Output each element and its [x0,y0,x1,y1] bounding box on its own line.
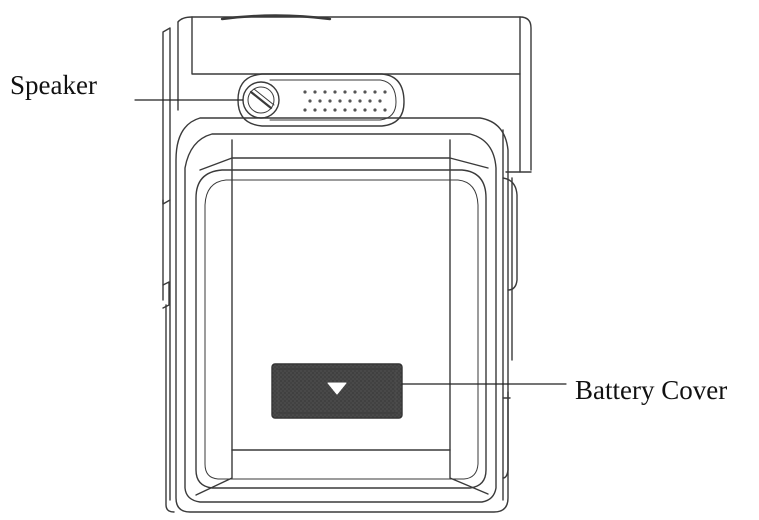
body-outer-shell [175,117,509,513]
speaker-label: Speaker [10,70,97,100]
body-bevel [184,133,497,503]
arrow-down-icon [327,382,347,395]
corner-bevels [195,139,489,496]
right-side-profile [502,129,518,501]
upper-housing [177,16,532,173]
battery-cover-inner [204,179,479,480]
speaker-assembly [237,73,405,127]
left-side-profile [162,27,175,513]
speaker-housing [237,73,405,127]
battery-cover-label: Battery Cover [575,375,728,405]
speaker-grille-holes [303,90,387,112]
battery-cover-panel [195,169,487,489]
battery-latch [271,363,403,419]
